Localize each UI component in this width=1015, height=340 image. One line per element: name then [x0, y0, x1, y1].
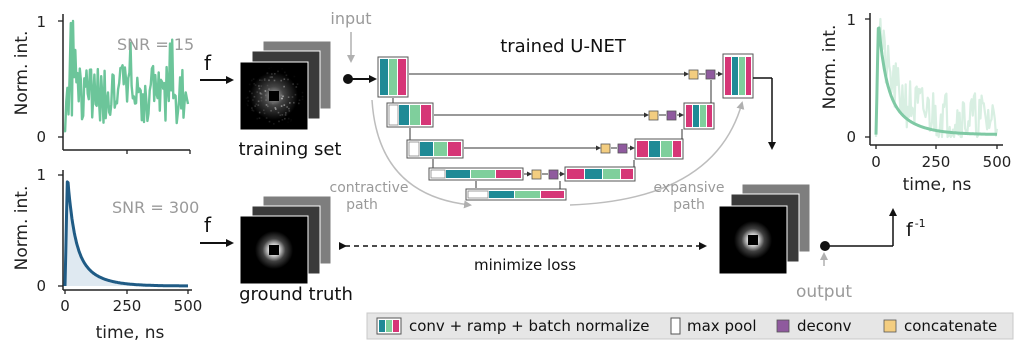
output-plot: Norm. int. 1 0 0 250 500 time, ns	[820, 11, 1011, 195]
output-xtick-500: 500	[983, 153, 1012, 171]
unet-enc-block-2	[386, 102, 434, 128]
unet-bottleneck-block	[465, 188, 567, 201]
f-top-label: f	[204, 51, 212, 75]
unet-title: trained U-NET	[500, 36, 627, 57]
noisy-ylabel: Norm. int.	[12, 31, 32, 116]
minimize-loss-label: minimize loss	[474, 256, 576, 274]
legend-deconv-swatch	[776, 319, 790, 333]
clean-snr-annotation: SNR = 300	[112, 198, 199, 217]
legend: conv + ramp + batch normalize max pool d…	[366, 312, 1014, 340]
clean-xtick-0: 0	[60, 297, 70, 315]
f-transform-top: f	[200, 51, 234, 84]
input-label: input	[330, 9, 371, 28]
output-stack	[718, 183, 811, 275]
clean-ytick-0: 0	[36, 277, 46, 295]
ground-truth-stack	[239, 195, 332, 285]
unet-dec-block-4	[564, 166, 636, 182]
expansive-label-line1: expansive	[653, 180, 724, 196]
unet-dec-block-3	[634, 138, 684, 160]
clean-plot: Norm. int. 1 0 0 250 500 time, ns SNR = …	[12, 166, 202, 340]
legend-box	[366, 312, 1014, 340]
f-transform-bottom: f	[200, 213, 234, 247]
noisy-trace	[63, 19, 190, 133]
noisy-ytick-1: 1	[36, 13, 46, 31]
legend-maxpool-label: max pool	[687, 317, 757, 335]
output-xlabel: time, ns	[903, 175, 972, 195]
training-set-stack	[239, 40, 332, 131]
ground-truth-label: ground truth	[239, 284, 353, 305]
unet-dec-block-2	[683, 102, 715, 130]
legend-concat-label: concatenate	[904, 317, 997, 335]
legend-concat-swatch	[883, 319, 897, 333]
output-noisy-trace	[874, 17, 999, 139]
contractive-path-arrow	[371, 99, 472, 209]
legend-deconv-label: deconv	[797, 317, 852, 335]
unet-enc-block-4	[428, 167, 524, 181]
legend-conv-label: conv + ramp + batch normalize	[409, 317, 649, 335]
output-fit-trace	[874, 26, 998, 136]
legend-conv-swatch	[376, 317, 402, 335]
unet-enc-conv-block	[377, 56, 409, 98]
noise-speckles	[245, 66, 304, 125]
f-inverse-f: f	[906, 219, 914, 241]
output-xtick-250: 250	[922, 153, 951, 171]
contractive-label-line1: contractive	[330, 180, 409, 196]
expansive-path-arrow	[569, 101, 745, 206]
contractive-label-line2: path	[346, 197, 378, 213]
noisy-snr-annotation: SNR = 15	[117, 35, 194, 54]
clean-ytick-1: 1	[36, 166, 46, 184]
output-ytick-1: 1	[846, 11, 856, 29]
output-xtick-0: 0	[871, 153, 881, 171]
input-dot	[343, 74, 353, 84]
output-label: output	[796, 282, 852, 302]
clean-trace	[63, 180, 189, 288]
clean-xtick-250: 250	[113, 297, 142, 315]
clean-ylabel: Norm. int.	[12, 186, 32, 271]
clean-xlabel: time, ns	[96, 323, 165, 340]
clean-fill	[65, 181, 188, 286]
expansive-label-line2: path	[673, 197, 705, 213]
f-bottom-label: f	[204, 213, 212, 237]
output-ytick-0: 0	[846, 128, 856, 146]
output-dot	[820, 241, 830, 251]
unet-enc-block-3	[406, 139, 464, 159]
unet-dec-conv-block-1	[722, 53, 754, 99]
f-inverse-sup: -1	[915, 217, 926, 230]
training-set-label: training set	[239, 139, 342, 160]
f-inverse-label: f-1	[906, 217, 926, 241]
legend-maxpool-swatch	[670, 317, 681, 335]
clean-xtick-500: 500	[174, 297, 203, 315]
output-ylabel: Norm. int.	[820, 25, 840, 110]
noisy-ytick-0: 0	[36, 128, 46, 146]
noisy-plot: Norm. int. 1 0 SNR = 15	[12, 13, 194, 154]
